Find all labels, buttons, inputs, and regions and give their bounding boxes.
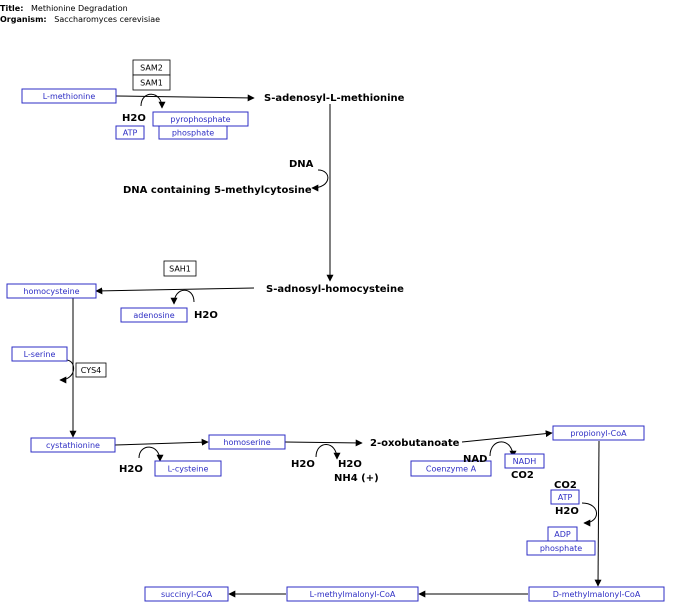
pathway-edges [59,93,602,598]
node-coenzyme-a[interactable]: Coenzyme A [410,460,492,477]
label-h2o-2: H2O [194,310,218,321]
enzyme-sah1-label: SAH1 [169,265,191,274]
node-atp-1-label: ATP [123,129,138,138]
node-propionyl-coa[interactable]: propionyl-CoA [552,425,645,441]
edge-methionine-to-sam [115,94,255,102]
node-homoserine[interactable]: homoserine [208,434,286,450]
label-h2o-4: H2O [291,459,315,470]
node-l-cysteine[interactable]: L-cysteine [154,460,222,477]
side-arc-nh4 [315,444,341,460]
node-adenosine[interactable]: adenosine [120,307,188,323]
node-propionyl-coa-label: propionyl-CoA [570,429,627,438]
organism-line: Organism: Saccharomyces cerevisiae [0,14,160,25]
title-key: Title: [0,4,24,13]
enzyme-sam2-label: SAM2 [140,64,163,73]
label-co2-1: CO2 [511,470,534,481]
side-arc-nad [489,441,517,458]
node-dna[interactable]: DNA [289,159,314,170]
node-phosphate-1-label: phosphate [172,129,214,138]
node-l-serine-label: L-serine [24,350,56,359]
node-dna-methylcytosine[interactable]: DNA containing 5-methylcytosine [123,185,312,196]
node-homocysteine-label: homocysteine [23,287,79,296]
edge-propionyl-to-d-methylmalonyl [594,440,602,587]
node-coenzyme-a-label: Coenzyme A [426,465,477,474]
node-homoserine-label: homoserine [223,438,270,447]
node-nadh[interactable]: NADH [504,453,545,469]
side-arc-atp-pyrophosphate [140,93,166,109]
edge-cystathionine-to-homoserine [114,438,209,446]
node-nh4[interactable]: NH4 (+) [334,473,379,484]
enzyme-cys4[interactable]: CYS4 [75,362,107,378]
label-h2o-3: H2O [119,464,143,475]
side-arc-atp-adp [581,502,597,527]
node-pyrophosphate[interactable]: pyrophosphate [152,111,249,127]
node-phosphate-2-label: phosphate [540,544,582,553]
side-arc-serine [59,359,74,384]
label-h2o-6: H2O [555,506,579,517]
side-arc-cysteine [138,446,164,462]
diagram-header: Title: Methionine Degradation Organism: … [0,3,160,25]
side-arc-adenosine [170,289,195,305]
label-h2o-1: H2O [122,113,146,124]
node-l-serine[interactable]: L-serine [11,346,68,362]
node-nadh-label: NADH [513,457,537,466]
node-adp[interactable]: ADP [547,526,578,542]
enzyme-sam1-label: SAM1 [140,79,163,88]
node-s-adenosyl-l-methionine[interactable]: S-adenosyl-L-methionine [264,93,405,104]
node-d-methylmalonyl-coa[interactable]: D-methylmalonyl-CoA [528,586,665,602]
label-h2o-5: H2O [338,459,362,470]
node-cystathionine[interactable]: cystathionine [30,437,116,453]
organism-key: Organism: [0,15,47,24]
node-l-methylmalonyl-coa[interactable]: L-methylmalonyl-CoA [286,586,419,602]
node-atp-2-label: ATP [558,493,573,502]
pathway-title: Methionine Degradation [31,4,128,13]
node-2-oxobutanoate[interactable]: 2-oxobutanoate [370,438,460,449]
node-phosphate-2[interactable]: phosphate [526,540,596,556]
node-succinyl-coa-label: succinyl-CoA [161,590,213,599]
node-cystathionine-label: cystathionine [46,441,100,450]
enzyme-sam2[interactable]: SAM2 [132,59,171,76]
edge-oxobutanoate-to-propionyl [461,430,553,443]
node-atp-2[interactable]: ATP [550,489,580,505]
side-arc-dna [311,169,329,192]
enzyme-sam1[interactable]: SAM1 [132,74,171,91]
node-succinyl-coa[interactable]: succinyl-CoA [144,586,229,602]
node-l-methionine-label: L-methionine [43,92,96,101]
node-d-methylmalonyl-coa-label: D-methylmalonyl-CoA [553,590,641,599]
node-l-methionine[interactable]: L-methionine [21,88,117,104]
node-atp-1[interactable]: ATP [115,125,145,140]
organism-name: Saccharomyces cerevisiae [54,15,161,24]
edge-homoserine-to-oxobutanoate [284,439,363,447]
label-co2-2: CO2 [554,480,577,491]
node-s-adnosyl-homocysteine[interactable]: S-adnosyl-homocysteine [266,284,404,295]
node-l-cysteine-label: L-cysteine [168,465,209,474]
node-l-methylmalonyl-coa-label: L-methylmalonyl-CoA [310,590,396,599]
node-nad[interactable]: NAD [463,454,487,465]
enzyme-sah1[interactable]: SAH1 [163,260,197,277]
node-adp-label: ADP [554,530,571,539]
node-phosphate-1[interactable]: phosphate [158,125,228,140]
node-pyrophosphate-label: pyrophosphate [170,115,230,124]
node-homocysteine[interactable]: homocysteine [6,283,97,299]
enzyme-cys4-label: CYS4 [81,366,102,375]
edge-sah-to-homocysteine [95,287,255,295]
title-line: Title: Methionine Degradation [0,3,160,14]
node-adenosine-label: adenosine [133,311,174,320]
